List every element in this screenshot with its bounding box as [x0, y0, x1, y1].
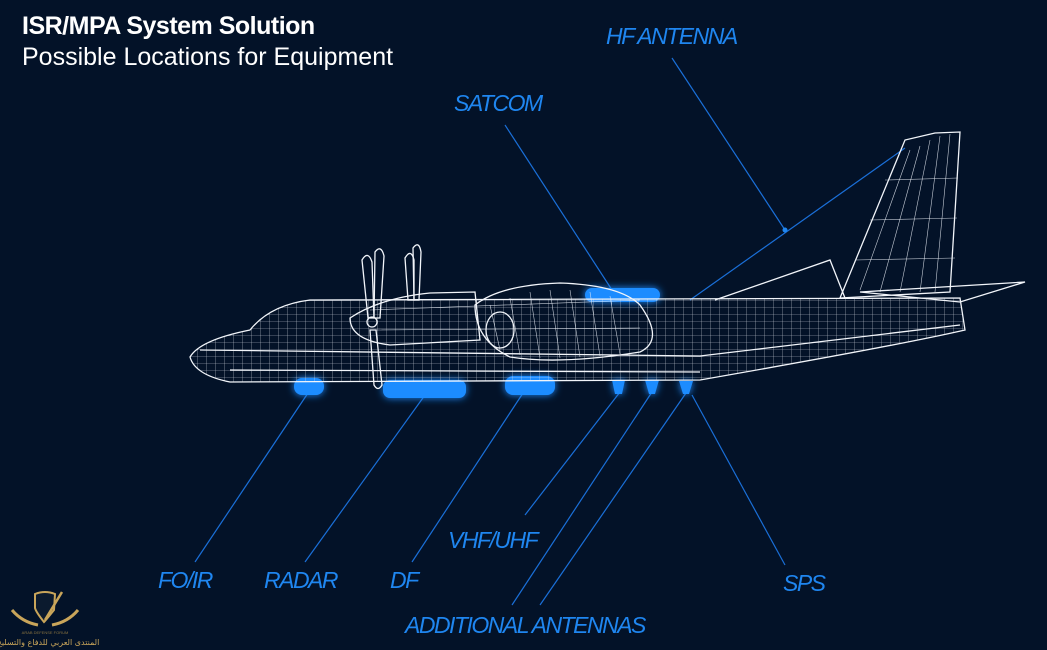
sps-pod	[679, 381, 693, 394]
df-leader	[411, 389, 526, 563]
svg-text:المنتدى العربي للدفاع والتسليح: المنتدى العربي للدفاع والتسليح	[0, 638, 99, 647]
label-satcom: SATCOM	[454, 90, 544, 116]
fo-ir-leader	[194, 389, 311, 563]
label-additional-antennas: ADDITIONAL ANTENNAS	[403, 612, 647, 638]
label-sps: SPS	[783, 570, 827, 596]
radar-pod	[383, 380, 466, 398]
dorsal-fin	[714, 259, 846, 301]
label-vhf-uhf: VHF/UHF	[448, 527, 541, 553]
arab-defense-forum-logo: ARAB DEFENSE FORUM المنتدى العربي للدفاع…	[0, 591, 99, 647]
wing-fairing	[474, 282, 654, 361]
sps-leader	[691, 394, 786, 566]
tail-fin	[839, 131, 961, 299]
label-df: DF	[390, 567, 421, 593]
page-subtitle: Possible Locations for Equipment	[22, 43, 394, 71]
svg-text:ARAB DEFENSE FORUM: ARAB DEFENSE FORUM	[22, 630, 69, 635]
vhf-uhf-leader	[524, 391, 621, 516]
additional-antenna-leader-1	[511, 391, 653, 606]
leader-lines	[194, 57, 906, 606]
page-title: ISR/MPA System Solution	[22, 12, 315, 40]
satcom-leader	[504, 124, 613, 291]
hf-antenna-leader	[671, 57, 906, 301]
engine-nacelle	[349, 291, 481, 346]
horizontal-stabilizer	[859, 281, 1026, 303]
radar-leader	[304, 394, 426, 563]
propeller	[361, 244, 422, 390]
aircraft-wireframe	[189, 131, 1026, 390]
label-fo-ir: FO/IR	[158, 567, 213, 593]
additional-antenna-pod	[645, 380, 659, 394]
additional-antenna-leader-2	[539, 392, 687, 606]
callout-labels: HF ANTENNA SATCOM FO/IR RADAR DF VHF/UHF…	[158, 23, 828, 638]
label-hf-antenna: HF ANTENNA	[606, 23, 738, 49]
vhf-uhf-pod	[612, 380, 625, 394]
fuselage	[189, 297, 966, 383]
label-radar: RADAR	[264, 567, 338, 593]
